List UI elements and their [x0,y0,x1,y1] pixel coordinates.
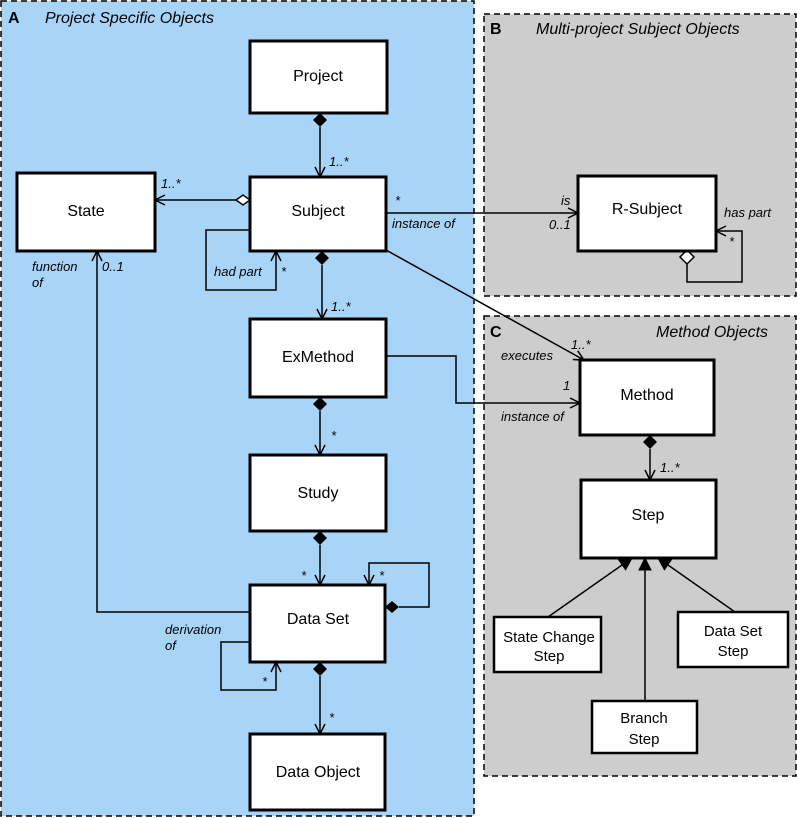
panel-c-letter: C [490,324,502,341]
node-statechange-line2: Step [534,648,565,665]
label-state-zero-one: 0..1 [102,259,124,274]
node-rsubject-box [576,174,718,253]
panel-a-title: Project Specific Objects [45,10,214,27]
label-study-dataset-mult: * [301,568,307,583]
node-method: Method [620,387,673,404]
label-instance-of-2: instance of [501,409,565,424]
panel-c-title: Method Objects [656,324,768,341]
node-datasetstep-line1: Data Set [704,623,763,640]
node-study-box [248,453,388,533]
label-derivation-of-2: of [165,638,177,653]
label-is: is [561,193,571,208]
node-branch-line2: Step [629,731,660,748]
panel-a-letter: A [8,10,20,27]
label-state-mult: 1..* [161,176,181,191]
node-method-box [578,358,716,437]
diamond-rsubject [678,248,696,266]
edge-dataset-derivation [220,641,276,691]
panel-b-letter: B [490,21,502,38]
node-branch-box [590,699,699,755]
label-had-part-mult: * [281,264,287,279]
panel-b-title: Multi-project Subject Objects [536,21,740,38]
label-subject-exmethod-mult: 1..* [331,299,351,314]
edge-datasetstep-step [658,558,736,613]
edge-rsubject-has-part [686,231,743,283]
node-dataset: Data Set [287,611,350,628]
diamond-project [313,113,327,127]
node-project-box [248,39,389,115]
node-branch-line1: Branch [620,710,668,727]
edge-subject-method [385,249,584,360]
label-dataset-object-mult: * [329,710,335,725]
diamond-dataset [313,662,327,676]
node-state: State [67,203,104,220]
node-dataobject-box [248,732,387,812]
label-had-part: had part [214,264,263,279]
edge-statechange-step [547,558,632,618]
panel-b [483,13,797,297]
node-project: Project [293,68,343,85]
edge-subject-had-part [205,229,276,291]
label-has-part: has part [724,205,772,220]
label-executes-mult: 1..* [571,337,591,352]
node-study: Study [298,485,339,502]
panel-a [0,0,475,817]
diamond-subject-state [234,194,252,206]
edge-dataset-state [97,251,250,613]
label-dataset-self-mult: * [379,568,385,583]
node-step-box [579,478,718,560]
node-dataobject: Data Object [276,764,361,781]
label-subject-star: * [395,193,401,208]
label-method-one: 1 [563,378,570,393]
label-derivation-mult: * [262,674,268,689]
label-function-of-2: of [32,275,44,290]
diamond-method [643,435,657,449]
label-method-step-mult: 1..* [660,460,680,475]
node-step: Step [632,507,665,524]
node-rsubject: R-Subject [612,201,683,218]
diamond-exmethod [313,397,327,411]
edge-dataset-self [369,562,430,608]
label-instance-of-1: instance of [392,216,456,231]
node-subject-box [248,175,388,253]
node-state-box [15,171,157,253]
node-exmethod: ExMethod [282,349,354,366]
label-function-of-1: function [32,259,78,274]
diamond-subject [315,251,329,265]
diamond-study [313,531,327,545]
node-datasetstep-line2: Step [718,643,749,660]
node-dataset-box [248,583,387,664]
label-has-part-mult: * [729,234,735,249]
node-datasetstep-box [676,610,790,669]
label-exmethod-study-mult: * [331,428,337,443]
label-project-subject-mult: 1..* [329,154,349,169]
edge-exmethod-method [386,355,580,403]
label-rsub-zero-one: 0..1 [549,217,571,232]
label-executes: executes [501,348,554,363]
label-derivation-of-1: derivation [165,622,221,637]
node-statechange-box [492,615,603,674]
node-subject: Subject [291,203,345,220]
node-statechange-line1: State Change [503,629,595,646]
node-exmethod-box [248,317,388,399]
diamond-dataset-self [385,601,399,613]
